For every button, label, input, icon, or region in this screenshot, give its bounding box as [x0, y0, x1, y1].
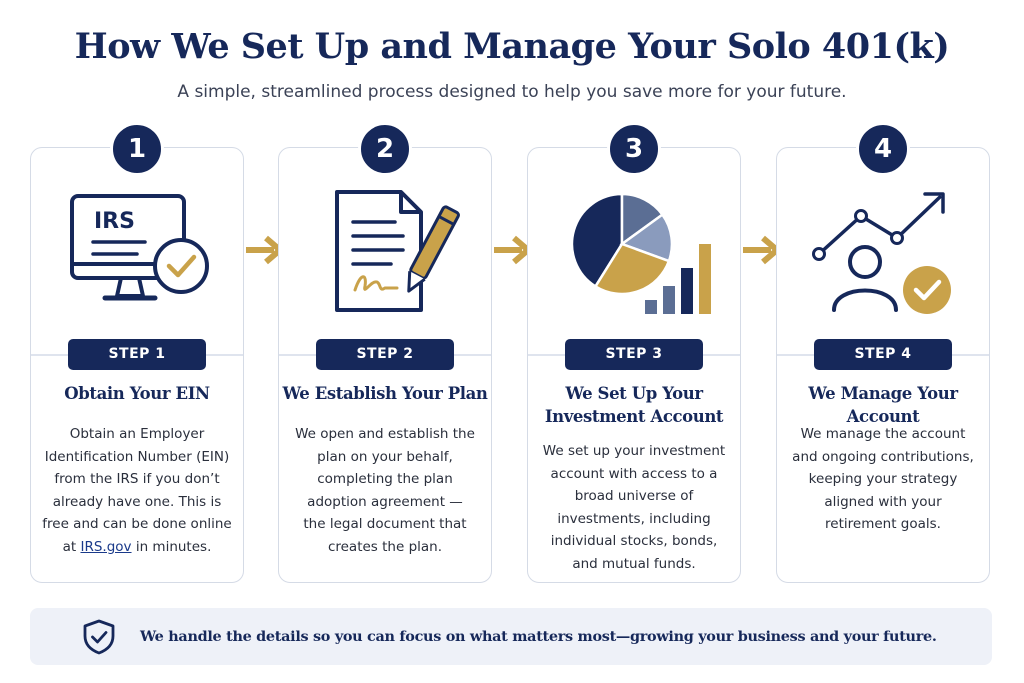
step-label: STEP 4 — [814, 339, 952, 370]
step-title: Obtain Your EIN — [64, 384, 210, 403]
step-description: We open and establish the plan on your b… — [295, 426, 475, 555]
step-description: We set up your investment account with a… — [542, 443, 726, 572]
document-pen-icon — [279, 182, 493, 322]
step-number-badge: 1 — [110, 122, 164, 176]
step-title: We Set Up Your Investment Account — [544, 384, 724, 426]
arrow-right-icon — [743, 235, 781, 265]
step-number-badge: 2 — [358, 122, 412, 176]
step-label: STEP 2 — [316, 339, 454, 370]
step-card-1: 1 IRS STEP 1 Obtain Your EIN Obtain an E… — [30, 122, 245, 583]
person-growth-icon — [777, 182, 991, 322]
step-card-4: 4 STEP 4 We Manage Your Account We manag… — [776, 122, 991, 583]
step-card-3: 3 STEP 3 We Set Up Your Investment Accou… — [527, 122, 742, 583]
pie-bar-chart-icon — [528, 182, 742, 322]
irs-gov-link[interactable]: IRS.gov — [80, 538, 132, 555]
arrow-right-icon — [494, 235, 532, 265]
step-description: Obtain an Employer Identification Number… — [42, 426, 232, 555]
step-title: We Establish Your Plan — [282, 384, 488, 403]
shield-check-icon — [83, 619, 115, 655]
computer-check-icon: IRS — [31, 182, 245, 322]
step-description: We manage the account and ongoing contri… — [792, 426, 974, 532]
step-label: STEP 3 — [565, 339, 703, 370]
irs-label: IRS — [94, 209, 135, 234]
step-number-badge: 3 — [607, 122, 661, 176]
footer-text: We handle the details so you can focus o… — [140, 628, 937, 645]
step-number-badge: 4 — [856, 122, 910, 176]
page-subtitle: A simple, streamlined process designed t… — [177, 82, 847, 102]
step-title: We Manage Your Account — [808, 384, 958, 426]
step-label: STEP 1 — [68, 339, 206, 370]
step-card-2: 2 STEP 2 We Establish Your Plan We open … — [278, 122, 493, 583]
footer-banner: We handle the details so you can focus o… — [30, 608, 992, 665]
page-title: How We Set Up and Manage Your Solo 401(k… — [74, 26, 950, 67]
